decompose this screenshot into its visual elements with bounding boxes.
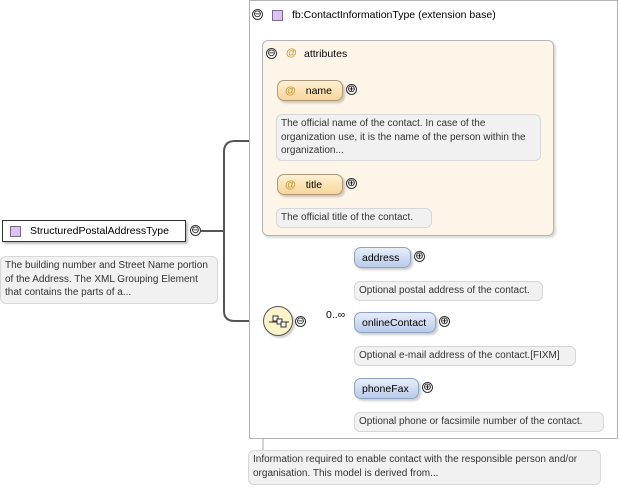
complex-type-icon bbox=[10, 225, 21, 237]
attribute-icon: @ bbox=[286, 47, 297, 59]
expand-icon[interactable]: ⊕ bbox=[346, 178, 357, 189]
extension-doc: Information required to enable contact w… bbox=[248, 450, 601, 485]
expand-icon[interactable]: ⊕ bbox=[414, 251, 425, 262]
element-onlinecontact[interactable]: onlineContact bbox=[354, 312, 436, 333]
attribute-name[interactable]: @ name bbox=[277, 80, 343, 101]
expand-icon[interactable]: ⊕ bbox=[346, 84, 357, 95]
element-phonefax[interactable]: phoneFax bbox=[354, 378, 419, 399]
element-doc: Optional e-mail address of the contact.[… bbox=[354, 346, 576, 366]
element-address[interactable]: address bbox=[354, 247, 411, 268]
element-label: address bbox=[362, 251, 400, 264]
element-doc: Optional postal address of the contact. bbox=[354, 281, 543, 301]
extension-title: fb:ContactInformationType (extension bas… bbox=[292, 9, 496, 21]
attributes-label: attributes bbox=[304, 48, 348, 60]
sequence-compositor[interactable] bbox=[263, 306, 293, 336]
root-type-name: StructuredPostalAddressType bbox=[30, 225, 169, 237]
element-label: phoneFax bbox=[362, 382, 409, 395]
extension-header: fb:ContactInformationType (extension bas… bbox=[272, 7, 496, 23]
complex-type-icon bbox=[272, 9, 283, 21]
attribute-label: title bbox=[305, 178, 323, 191]
collapse-icon[interactable]: ⊖ bbox=[190, 225, 201, 236]
collapse-icon[interactable]: ⊖ bbox=[252, 9, 263, 20]
collapse-icon[interactable]: ⊖ bbox=[295, 316, 306, 327]
attribute-label: name bbox=[305, 84, 332, 97]
attribute-icon: @ bbox=[285, 84, 296, 97]
root-type-box[interactable]: StructuredPostalAddressType bbox=[2, 220, 186, 242]
attribute-doc: The official title of the contact. bbox=[276, 208, 432, 228]
element-doc: Optional phone or facsimile number of th… bbox=[354, 412, 604, 432]
collapse-icon[interactable]: ⊖ bbox=[266, 48, 277, 59]
expand-icon[interactable]: ⊕ bbox=[439, 316, 450, 327]
sequence-icon bbox=[269, 315, 289, 328]
sequence-cardinality: 0..∞ bbox=[326, 309, 346, 321]
attribute-doc: The official name of the contact. In cas… bbox=[276, 114, 541, 161]
attribute-title[interactable]: @ title bbox=[277, 174, 343, 195]
element-label: onlineContact bbox=[362, 316, 427, 329]
attribute-icon: @ bbox=[285, 178, 296, 191]
root-type-doc: The building number and Street Name port… bbox=[0, 256, 218, 304]
expand-icon[interactable]: ⊕ bbox=[422, 382, 433, 393]
